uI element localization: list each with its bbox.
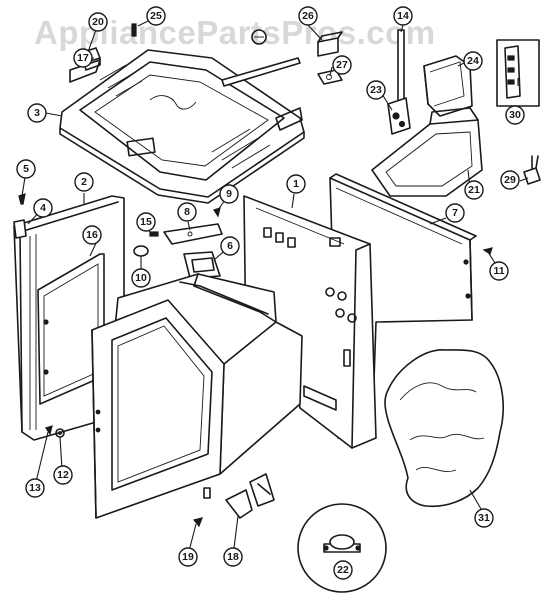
svg-text:11: 11	[493, 265, 504, 277]
callout-17: 17	[73, 48, 93, 68]
callout-7: 7	[445, 203, 465, 223]
svg-text:30: 30	[509, 109, 521, 121]
callout-21: 21	[464, 180, 484, 200]
clip-15	[149, 231, 159, 237]
svg-text:12: 12	[57, 469, 69, 481]
svg-text:10: 10	[135, 272, 147, 284]
callout-5: 5	[16, 159, 36, 179]
callout-24: 24	[463, 51, 483, 71]
inset-22	[297, 503, 387, 593]
svg-text:17: 17	[77, 52, 89, 64]
knob-10	[133, 245, 149, 257]
oven-cavity	[91, 273, 303, 519]
callout-29: 29	[500, 170, 520, 190]
svg-text:31: 31	[478, 512, 490, 524]
callout-20: 20	[88, 12, 108, 32]
plate-27	[317, 69, 343, 85]
svg-text:25: 25	[150, 10, 162, 22]
callout-4: 4	[33, 198, 53, 218]
svg-text:15: 15	[140, 216, 152, 228]
svg-text:14: 14	[397, 10, 409, 22]
callout-31: 31	[474, 508, 494, 528]
svg-text:29: 29	[504, 174, 516, 186]
vent-24	[423, 55, 473, 117]
svg-text:5: 5	[23, 163, 29, 175]
hinge-18	[225, 473, 275, 519]
vent-duct-21	[371, 107, 483, 197]
svg-text:7: 7	[452, 207, 458, 219]
svg-text:2: 2	[81, 176, 87, 188]
callout-23: 23	[366, 80, 386, 100]
svg-text:6: 6	[227, 240, 233, 252]
callout-6: 6	[220, 236, 240, 256]
svg-text:4: 4	[40, 202, 46, 214]
screw-11	[482, 247, 493, 255]
screw-19	[192, 517, 203, 528]
bracket-8	[163, 223, 223, 245]
svg-text:3: 3	[34, 107, 40, 119]
insulation-31	[384, 349, 504, 508]
callout-13: 13	[25, 478, 45, 498]
callout-19: 19	[178, 547, 198, 567]
svg-text:13: 13	[29, 482, 41, 494]
clip-26	[317, 31, 343, 57]
screw-25	[131, 23, 137, 37]
rod-part	[221, 29, 301, 87]
callout-30: 30	[505, 105, 525, 125]
svg-text:21: 21	[468, 184, 480, 196]
switch-panel-30	[496, 39, 540, 107]
callout-25: 25	[146, 6, 166, 26]
screw-5	[18, 193, 26, 205]
callout-26: 26	[298, 6, 318, 26]
svg-text:20: 20	[92, 16, 104, 28]
callout-18: 18	[223, 547, 243, 567]
top-frame-part	[59, 49, 305, 204]
svg-text:23: 23	[370, 84, 382, 96]
ignitor-bracket-23	[387, 97, 411, 135]
callout-3: 3	[27, 103, 47, 123]
svg-text:26: 26	[302, 10, 314, 22]
svg-text:9: 9	[226, 188, 232, 200]
callout-14: 14	[393, 6, 413, 26]
sensor-29	[523, 155, 541, 185]
svg-text:22: 22	[337, 564, 349, 576]
svg-text:8: 8	[184, 206, 190, 218]
callout-1: 1	[286, 174, 306, 194]
callout-8: 8	[177, 202, 197, 222]
callout-2: 2	[74, 172, 94, 192]
callout-10: 10	[131, 268, 151, 288]
clip-4	[13, 219, 27, 239]
callout-22: 22	[333, 560, 353, 580]
svg-text:19: 19	[182, 551, 194, 563]
screw-13	[45, 425, 53, 436]
callout-27: 27	[332, 55, 352, 75]
svg-text:1: 1	[293, 178, 299, 190]
svg-text:24: 24	[467, 55, 479, 67]
callout-12: 12	[53, 465, 73, 485]
svg-text:18: 18	[227, 551, 239, 563]
callout-9: 9	[219, 184, 239, 204]
callout-15: 15	[136, 212, 156, 232]
hinge-bracket-6	[183, 251, 221, 279]
svg-text:27: 27	[336, 59, 348, 71]
callout-11: 11	[489, 261, 509, 281]
svg-text:16: 16	[86, 229, 98, 241]
callout-16: 16	[82, 225, 102, 245]
